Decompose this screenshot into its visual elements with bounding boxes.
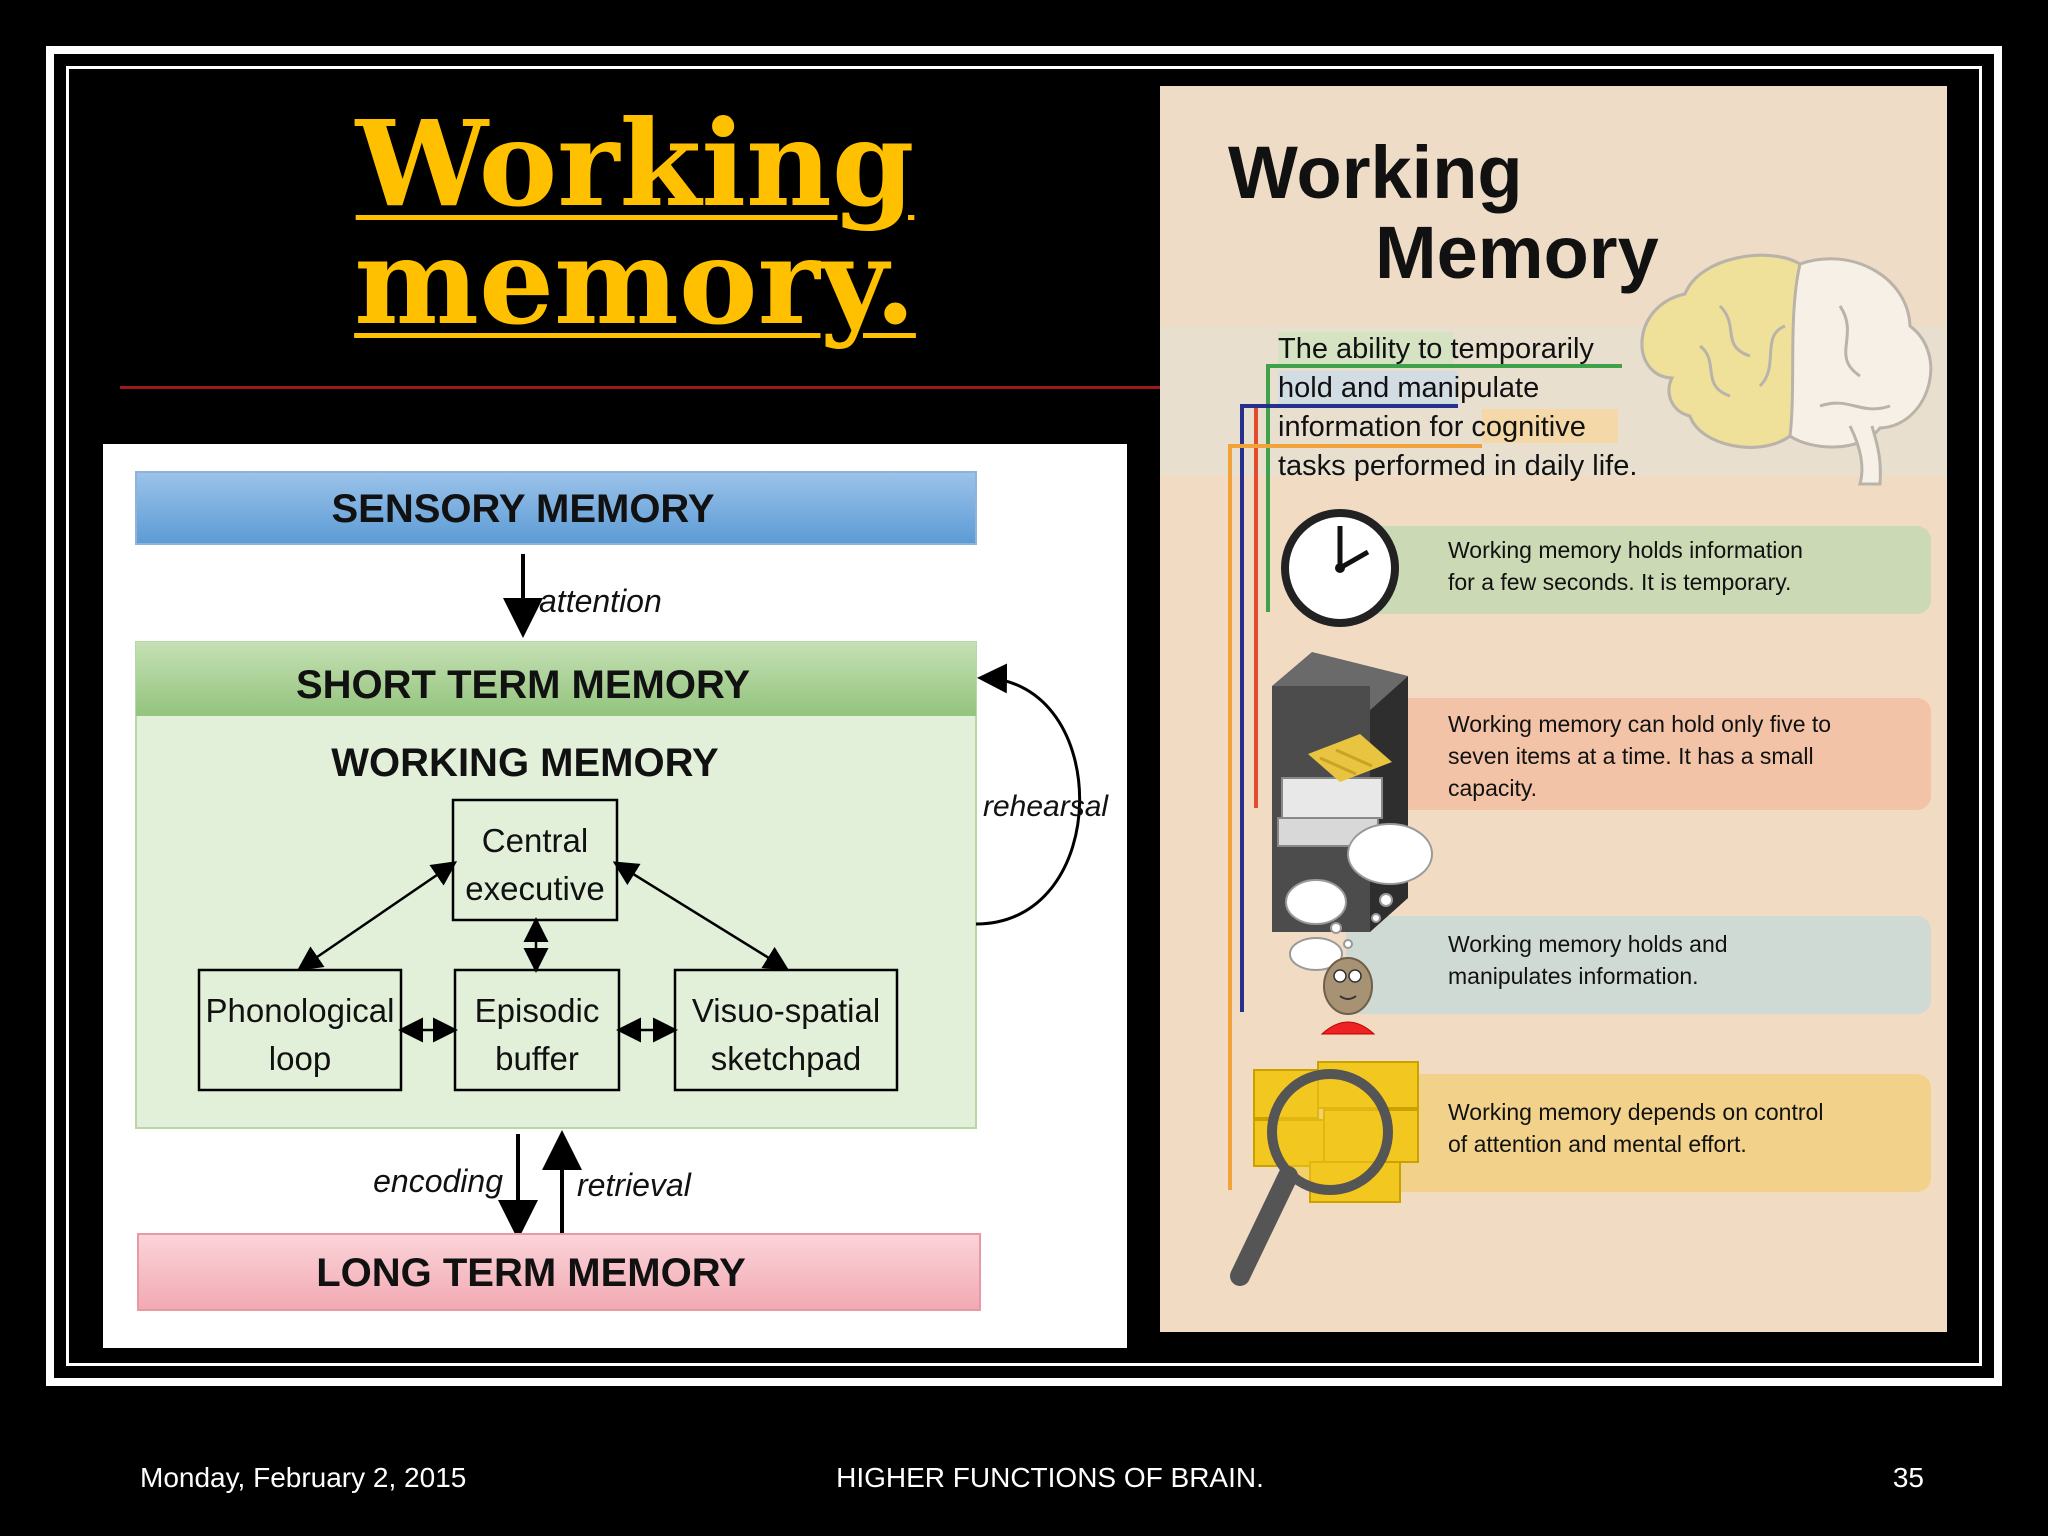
footer-date: Monday, February 2, 2015 [140,1462,467,1493]
footer-title: HIGHER FUNCTIONS OF BRAIN. [836,1462,1264,1493]
executive-visuospatial-arrow [612,861,790,971]
highlight-hold-manipulate [1278,371,1458,405]
visuo-spatial-line-1: Visuo-spatial [692,992,880,1029]
retrieval-label: retrieval [577,1167,692,1203]
item-4-line-1: Working memory depends on control [1448,1099,1823,1125]
definition-line-1: The ability to temporarily [1278,333,1594,365]
item-1-line-2: for a few seconds. It is temporary. [1448,569,1791,595]
executive-phonological-arrow [296,861,458,971]
item-band-1 [1346,526,1931,614]
slide-outer-border [46,46,2002,1386]
item-3-line-2: manipulates information. [1448,963,1699,989]
item-1-line-1: Working memory holds information [1448,537,1803,563]
episodic-buffer-line-2: buffer [495,1040,579,1077]
episodic-buffer-line-1: Episodic [475,992,600,1029]
attention-label: attention [539,583,662,619]
highlight-temporarily [1278,332,1453,368]
visuo-spatial-line-2: sketchpad [711,1040,861,1077]
rehearsal-arrow [975,663,1082,926]
item-band-2 [1346,698,1931,810]
slide-title: Working memory. [300,105,970,341]
item-2-line-3: capacity. [1448,775,1537,801]
phonological-loop-line-1: Phonological [206,992,395,1029]
memory-model-svg: SENSORY MEMORY attention SHORT TERM MEMO… [135,471,1109,1311]
sensory-memory-box [135,471,977,545]
item-2-line-2: seven items at a time. It has a small [1448,743,1814,769]
long-term-memory-box [137,1233,981,1311]
short-term-memory-label: SHORT TERM MEMORY [296,663,750,707]
definition-line-3: information for cognitive [1278,411,1586,443]
long-term-memory-label: LONG TERM MEMORY [316,1251,746,1295]
sensory-memory-label: SENSORY MEMORY [331,487,714,531]
magnifier-icon [1230,1061,1419,1286]
item-4-line-2: of attention and mental effort. [1448,1131,1747,1157]
connector-green [1266,364,1622,612]
central-executive-line-2: executive [465,870,604,907]
slide-inner-border [66,66,1982,1366]
highlight-cognitive [1482,409,1618,443]
connector-orange [1228,444,1482,1190]
connector-blue [1240,404,1458,1012]
brain-icon [1640,253,1933,486]
central-executive-line-1: Central [482,822,588,859]
definition-line-4: tasks performed in daily life. [1278,450,1637,482]
infographic-svg: Working Memory The ability to temporaril… [1160,131,1947,1332]
item-2-line-1: Working memory can hold only five to [1448,711,1831,737]
short-term-memory-box [135,641,977,1129]
slide-title-line-2: memory. [354,212,916,351]
infographic-title-line-2: Memory [1375,211,1659,294]
working-memory-label: WORKING MEMORY [331,741,719,785]
phonological-loop-line-2: loop [269,1040,331,1077]
clock-icon [1281,509,1399,627]
thinking-person-icon [1285,823,1433,1035]
item-band-3 [1346,916,1931,1014]
title-divider [120,386,1160,389]
memory-model-diagram: SENSORY MEMORY attention SHORT TERM MEMO… [103,444,1127,1348]
infographic-title-line-1: Working [1228,131,1523,214]
slide-title-line-1: Working [355,94,915,233]
working-memory-infographic: Working Memory The ability to temporaril… [1160,86,1947,1332]
definition-line-2: hold and manipulate [1278,372,1539,404]
encoding-label: encoding [373,1163,503,1199]
item-band-4 [1346,1074,1931,1192]
footer-page-number: 35 [1892,1462,1924,1493]
item-3-line-1: Working memory holds and [1448,931,1728,957]
rehearsal-label: rehearsal [983,790,1109,823]
short-term-memory-header [136,642,976,716]
